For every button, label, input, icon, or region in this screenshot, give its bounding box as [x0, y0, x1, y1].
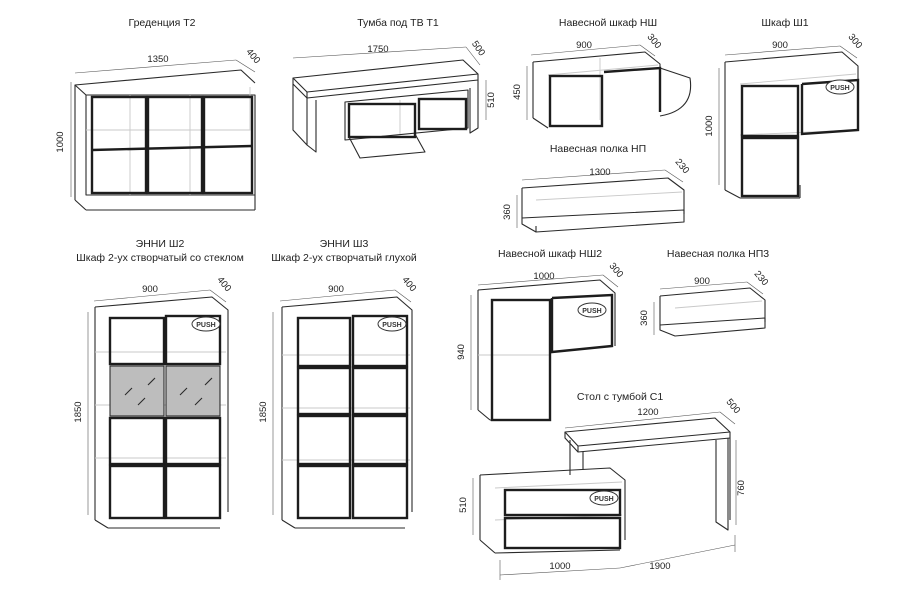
dim-width: 1350: [147, 54, 168, 65]
dim-depth: 300: [645, 32, 664, 51]
item-enni-sh2: ЭННИ Ш2 Шкаф 2-ух створчатый со стеклом …: [73, 238, 244, 529]
dim-depth: 400: [244, 47, 263, 66]
item-shkaf-sh1: Шкаф Ш1 900 300 1000 PUSH: [704, 17, 865, 199]
dim-height: 510: [486, 92, 497, 108]
title-enni-sh3: ЭННИ Ш3: [320, 238, 369, 250]
title-c1: Стол с тумбой С1: [577, 391, 663, 403]
dim-cabinet-width: 1000: [549, 561, 570, 572]
title-nsh2: Навесной шкаф НШ2: [498, 248, 602, 260]
dim-width: 900: [772, 40, 788, 51]
title-enni-sh2: ЭННИ Ш2: [136, 238, 185, 250]
dim-depth: 500: [724, 397, 743, 416]
dim-height: 940: [456, 344, 467, 360]
push-badge: [577, 302, 607, 318]
dim-height: 360: [639, 310, 650, 326]
dim-width: 900: [142, 284, 158, 295]
dim-depth: 400: [400, 275, 419, 294]
dim-depth: 300: [607, 261, 626, 280]
dim-depth: 400: [215, 275, 234, 294]
subtitle-enni-sh3: Шкаф 2-ух створчатый глухой: [271, 252, 417, 264]
dim-height: 1850: [73, 401, 84, 422]
title-np: Навесная полка НП: [550, 143, 646, 155]
dim-depth: 230: [752, 269, 771, 288]
push-label: PUSH: [830, 85, 849, 92]
dim-height: 360: [502, 204, 513, 220]
title-np3: Навесная полка НП3: [667, 248, 769, 260]
push-badge: [377, 316, 407, 332]
item-stol-s-tumboy-c1: Стол с тумбой С1 1200 500 760 510 PUSH 1…: [458, 391, 747, 580]
dim-width: 900: [328, 284, 344, 295]
dim-table-height: 760: [736, 480, 747, 496]
dim-height: 450: [512, 84, 523, 100]
item-tumba-tv-t1: Тумба под ТВ Т1 1750 500 510: [292, 17, 497, 159]
item-navesnoy-shkaf-nsh2: Навесной шкаф НШ2 1000 300 940 PUSH: [456, 248, 626, 422]
dim-width: 900: [576, 40, 592, 51]
dim-depth: 500: [469, 39, 487, 58]
dim-total-width: 1900: [649, 561, 670, 572]
dim-width: 900: [694, 276, 710, 287]
title-tumba-tv-t1: Тумба под ТВ Т1: [357, 17, 439, 29]
item-navesnaya-polka-np3: Навесная полка НП3 900 230 360: [639, 248, 771, 337]
push-label: PUSH: [594, 496, 613, 503]
dim-depth: 230: [673, 157, 692, 176]
push-label: PUSH: [382, 322, 401, 329]
title-sh1: Шкаф Ш1: [761, 17, 808, 29]
push-badge: [825, 79, 855, 95]
push-label: PUSH: [196, 322, 215, 329]
dim-width: 1300: [589, 167, 610, 178]
push-badge: [589, 490, 619, 506]
dim-width: 1000: [533, 271, 554, 282]
item-navesnaya-polka-np: Навесная полка НП 1300 230 360: [502, 143, 692, 233]
push-badge: [191, 316, 221, 332]
dim-width-top: 1200: [637, 407, 658, 418]
dim-height: 1850: [258, 401, 269, 422]
title-nsh: Навесной шкаф НШ: [559, 17, 657, 29]
item-enni-sh3: ЭННИ Ш3 Шкаф 2-ух створчатый глухой 900 …: [258, 238, 419, 529]
push-label: PUSH: [582, 308, 601, 315]
subtitle-enni-sh2: Шкаф 2-ух створчатый со стеклом: [76, 252, 244, 264]
dim-width: 1750: [367, 44, 388, 55]
item-navesnoy-shkaf-nsh: Навесной шкаф НШ 900 300 450: [512, 17, 692, 129]
title-gredenciya-t2: Греденция Т2: [128, 17, 195, 29]
dim-cabinet-height: 510: [458, 497, 469, 513]
dim-depth: 300: [846, 32, 865, 51]
item-gredenciya-t2: Греденция Т2 1350 400 1000: [55, 17, 263, 211]
dim-height: 1000: [704, 115, 715, 136]
dim-height: 1000: [55, 131, 66, 152]
